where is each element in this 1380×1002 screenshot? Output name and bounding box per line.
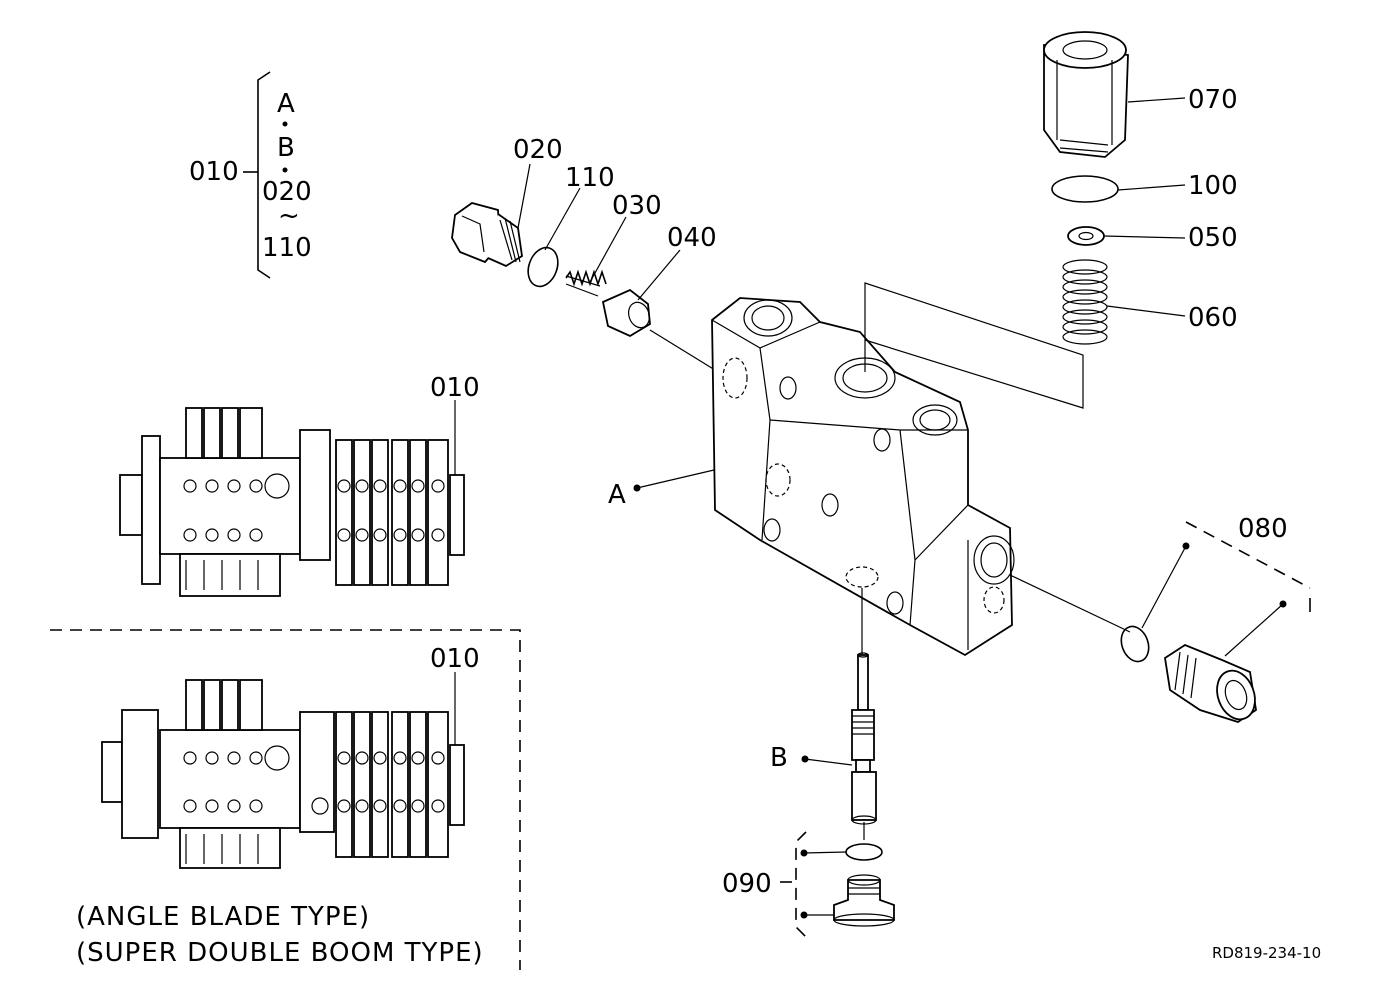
- spool-b-drawing: [851, 652, 877, 825]
- label-040: 040: [667, 223, 717, 253]
- spring-030-drawing: [565, 269, 607, 297]
- label-010-alt: 010: [430, 644, 480, 674]
- plug-090-drawing: [833, 874, 895, 927]
- legend-item-b: B: [277, 133, 295, 163]
- seat-050-drawing: [1067, 226, 1105, 246]
- label-030: 030: [612, 191, 662, 221]
- control-valve-assembly-alt: [101, 679, 465, 869]
- label-100: 100: [1188, 171, 1238, 201]
- legend-group: 010 A B 020 ~ 110: [189, 71, 312, 279]
- oring-110-drawing: [527, 246, 559, 288]
- legend-bracket: [257, 71, 271, 279]
- legend-item-a: A: [277, 89, 295, 119]
- alt-type-border: [50, 629, 521, 970]
- label-050: 050: [1188, 223, 1238, 253]
- label-020: 020: [513, 135, 563, 165]
- legend-range-sign: ~: [278, 201, 300, 231]
- poppet-040-drawing: [601, 288, 651, 338]
- label-b: B: [770, 743, 788, 773]
- legend-010-label: 010: [189, 157, 239, 187]
- label-080: 080: [1238, 514, 1288, 544]
- legend-dot: [282, 167, 288, 173]
- plug-020-drawing: [451, 202, 523, 268]
- caption-super-double-boom: (SUPER DOUBLE BOOM TYPE): [76, 938, 484, 968]
- oring-100-drawing: [1051, 175, 1119, 203]
- label-070: 070: [1188, 85, 1238, 115]
- plug-080-drawing: [1164, 643, 1257, 723]
- oring-090-drawing: [845, 843, 883, 861]
- caption-angle-blade: (ANGLE BLADE TYPE): [76, 902, 370, 932]
- label-090: 090: [722, 869, 772, 899]
- legend-dot: [282, 121, 288, 127]
- label-110: 110: [565, 163, 615, 193]
- label-010-standard: 010: [430, 373, 480, 403]
- valve-body-a-drawing: [711, 297, 1015, 657]
- control-valve-assembly-standard: [119, 407, 465, 597]
- oring-080-drawing: [1120, 625, 1150, 663]
- drawing-reference: RD819-234-10: [1212, 944, 1321, 962]
- bracket-080: [1185, 521, 1311, 589]
- legend-item-110: 110: [262, 233, 312, 263]
- cap-070-drawing: [1043, 31, 1129, 158]
- label-a: A: [608, 480, 626, 510]
- spring-060-drawing: [1062, 259, 1108, 345]
- bracket-090: [795, 831, 807, 938]
- label-060: 060: [1188, 303, 1238, 333]
- legend-item-020: 020: [262, 177, 312, 207]
